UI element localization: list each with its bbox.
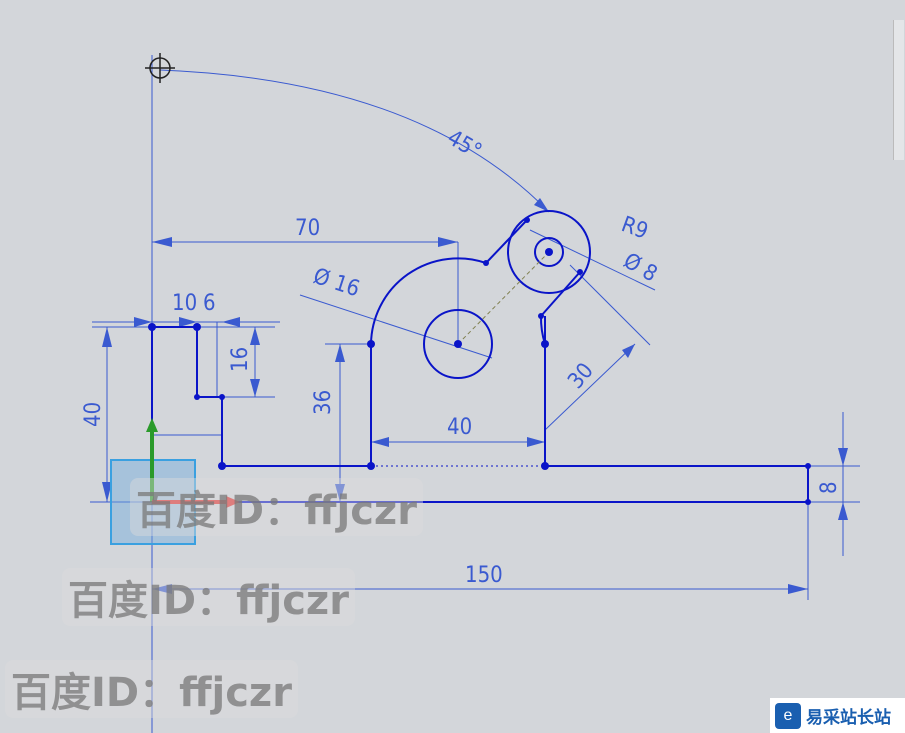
cursor-icon — [145, 53, 175, 83]
dim-8[interactable]: 8 — [817, 481, 842, 494]
watermark: 百度ID：ffjczr — [130, 478, 423, 536]
site-logo: e 易采站长站 — [770, 698, 905, 733]
e-logo-icon: e — [775, 702, 801, 729]
dimension-lines — [90, 55, 860, 733]
sketch-points — [148, 217, 811, 505]
dim-10[interactable]: 10 — [172, 291, 197, 316]
watermark: 百度ID：ffjczr — [62, 568, 355, 626]
dim-angle[interactable]: 45° — [443, 125, 486, 164]
csys-origin[interactable] — [110, 418, 240, 545]
dim-r9[interactable]: R9 — [618, 212, 651, 245]
dim-dia16[interactable]: Ø 16 — [310, 264, 362, 302]
dim-6[interactable]: 6 — [203, 291, 216, 316]
logo-text: 易采站长站 — [806, 708, 891, 727]
dim-40-vertical[interactable]: 40 — [81, 402, 106, 427]
dim-40-horizontal[interactable]: 40 — [447, 415, 472, 440]
dim-150[interactable]: 150 — [465, 563, 503, 588]
dim-16[interactable]: 16 — [228, 347, 253, 372]
dim-70[interactable]: 70 — [295, 216, 320, 241]
dim-dia8[interactable]: Ø 8 — [619, 249, 661, 288]
dim-30[interactable]: 30 — [563, 358, 598, 393]
dim-36[interactable]: 36 — [311, 390, 336, 415]
watermark: 百度ID：ffjczr — [5, 660, 298, 718]
vertical-scrollbar[interactable] — [893, 20, 904, 160]
dimension-arrows — [102, 198, 848, 594]
